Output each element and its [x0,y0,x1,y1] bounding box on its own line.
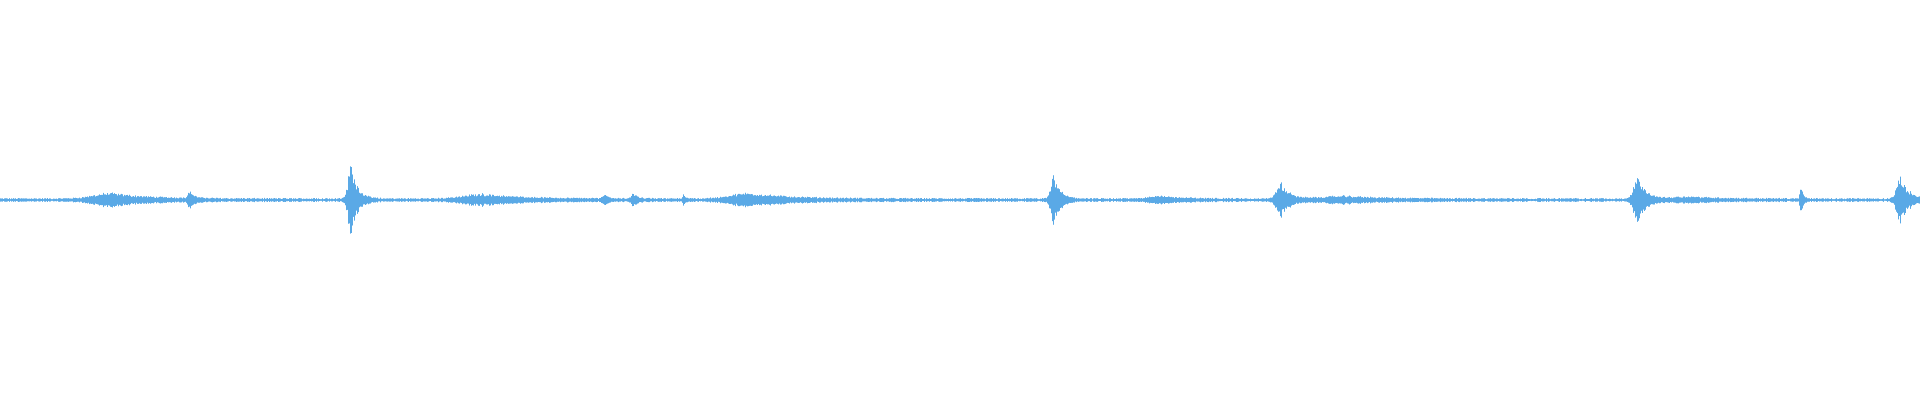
waveform-samples [0,166,1920,234]
